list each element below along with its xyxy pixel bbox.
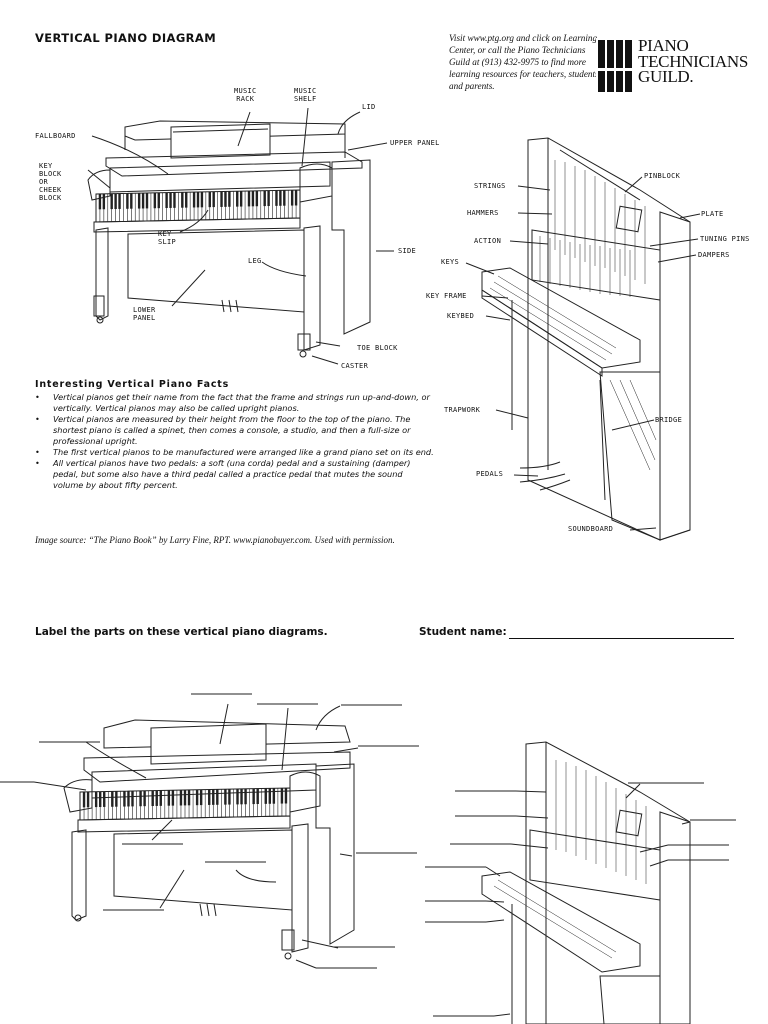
label-fallboard: FALLBOARD [35,132,76,140]
label-bridge: BRIDGE [655,416,683,424]
label-soundboard: SOUNDBOARD [568,525,614,533]
label-pinblock: PINBLOCK [644,172,681,180]
label-tuning-pins: TUNING PINS [700,235,750,243]
logo-line-1: PIANO [638,36,689,55]
student-name-label: Student name: [419,626,507,638]
facts-heading: Interesting Vertical Piano Facts [35,379,230,390]
facts-list: Vertical pianos get their name from the … [35,392,435,491]
cutaway-piano-illustration [0,0,768,560]
fact-item: The first vertical pianos to be manufact… [35,447,435,458]
label-action: ACTION [474,237,502,245]
label-keybed: KEYBED [447,312,475,320]
front-piano-illustration [0,0,768,380]
label-key-block: KEY BLOCK OR CHEEK BLOCK [39,162,62,202]
label-hammers: HAMMERS [467,209,499,217]
label-trapwork: TRAPWORK [444,406,481,414]
worksheet-instruction: Label the parts on these vertical piano … [35,626,328,638]
fact-item: Vertical pianos are measured by their he… [35,414,435,447]
label-key-frame: KEY FRAME [426,292,467,300]
label-upper-panel: UPPER PANEL [390,139,440,147]
label-toe-block: TOE BLOCK [357,344,398,352]
page-title: VERTICAL PIANO DIAGRAM [35,31,217,45]
logo-line-2: TECHNICIANS [638,51,749,71]
label-lid: LID [362,103,376,111]
student-name-line[interactable] [508,626,734,639]
label-pedals: PEDALS [476,470,504,478]
label-leg: LEG [248,257,262,265]
visit-info-text: Visit www.ptg.org and click on Learning … [449,33,599,91]
label-strings: STRINGS [474,182,506,190]
label-caster: CASTER [341,362,369,370]
ptg-logo: PIANO TECHNICIANS GUILD. [596,36,749,94]
label-key-slip: KEY SLIP [158,230,177,246]
label-keys: KEYS [441,258,460,266]
label-music-shelf: MUSIC SHELF [294,87,317,103]
label-plate: PLATE [701,210,724,218]
piano-keys-logo-icon [596,38,636,94]
image-credit: Image source: “The Piano Book” by Larry … [35,535,395,545]
fact-item: Vertical pianos get their name from the … [35,392,435,414]
label-dampers: DAMPERS [698,251,730,259]
logo-line-3: GUILD. [638,67,694,86]
student-name-field[interactable]: Student name: [419,626,734,639]
facts-section: Interesting Vertical Piano Facts Vertica… [35,379,435,491]
label-side: SIDE [398,247,417,255]
fact-item: All vertical pianos have two pedals: a s… [35,458,435,491]
label-music-rack: MUSIC RACK [234,87,257,103]
label-lower-panel: LOWER PANEL [133,306,156,322]
